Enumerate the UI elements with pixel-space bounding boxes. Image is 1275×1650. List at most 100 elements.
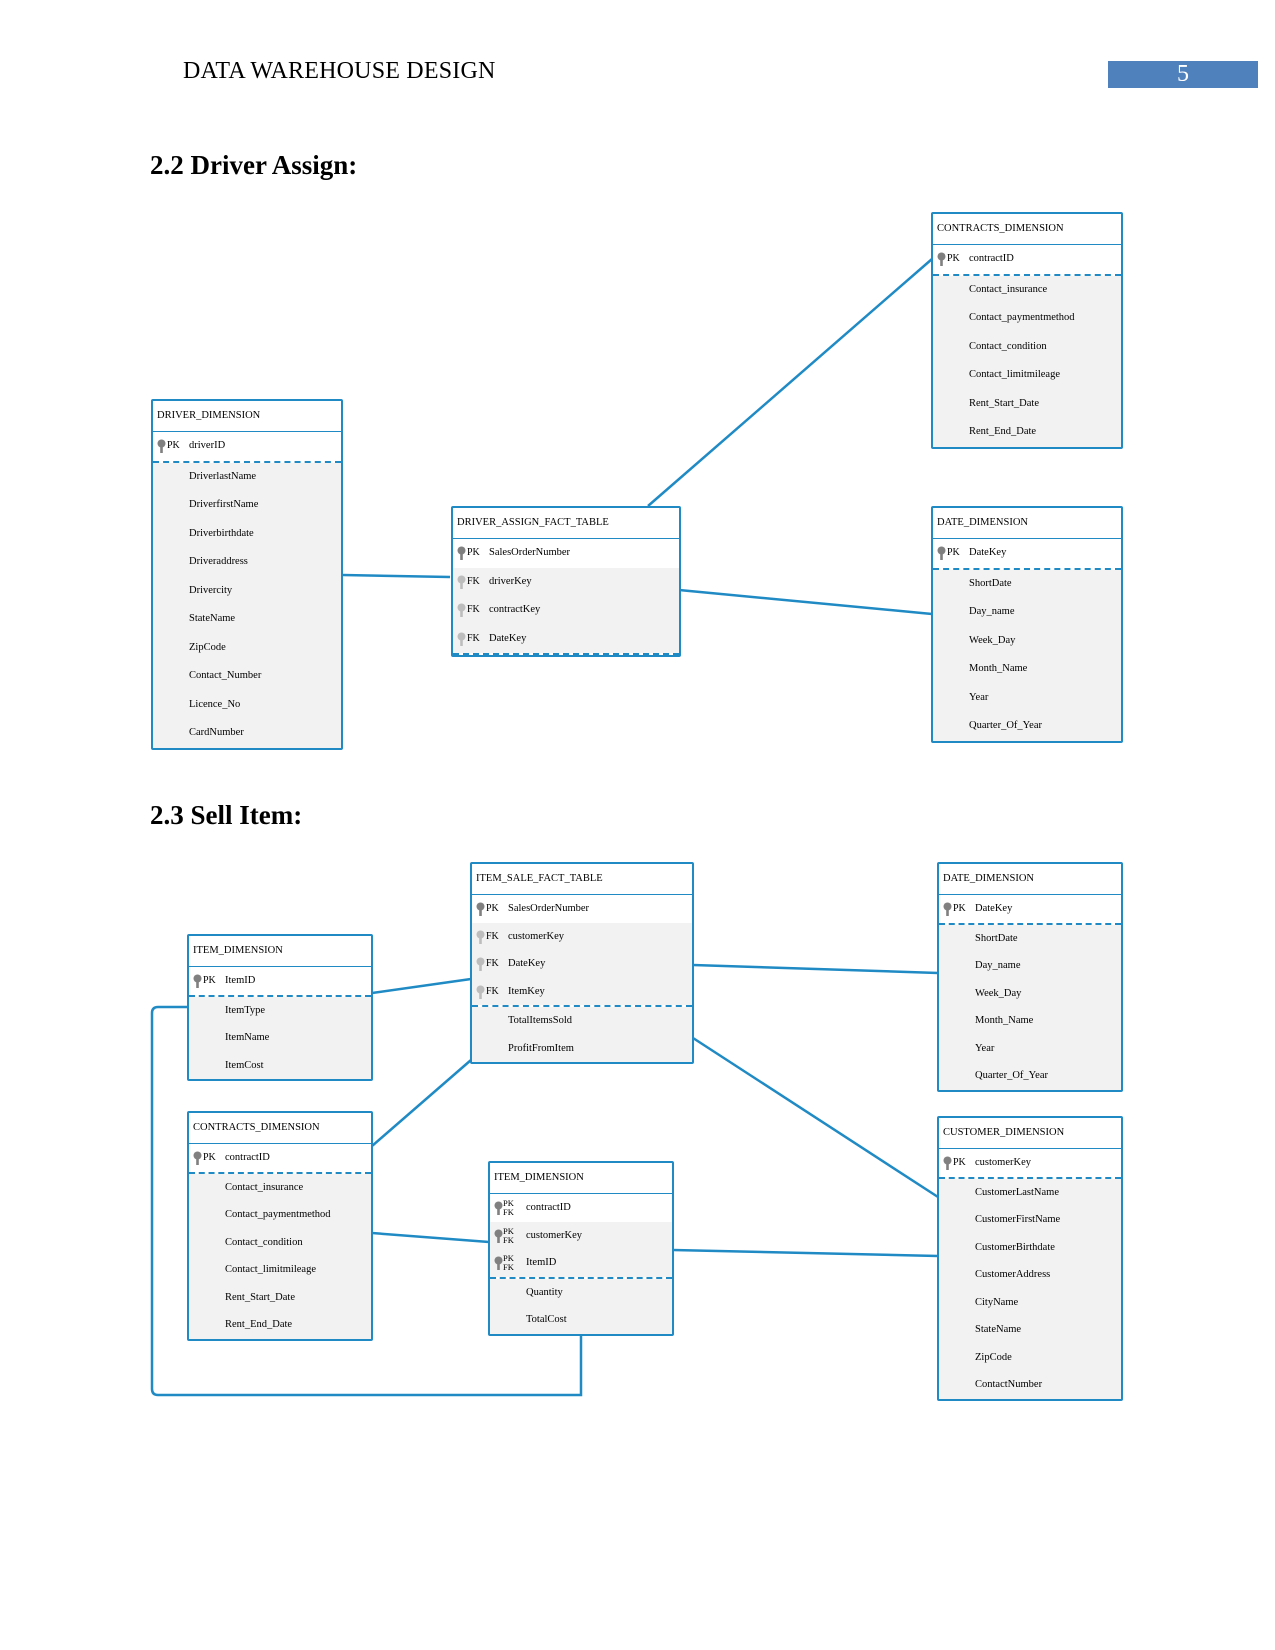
field-name: Month_Name xyxy=(975,1015,1034,1026)
primary-key-icon xyxy=(937,546,946,560)
field-name: Rent_End_Date xyxy=(969,426,1037,437)
table-attributes: Quantity TotalCost xyxy=(490,1279,672,1334)
attr-row: TotalCost xyxy=(490,1306,672,1334)
key-tag: PK xyxy=(486,903,499,914)
table-date-dimension: DATE_DIMENSION PK DateKey ShortDate Day_… xyxy=(931,506,1123,743)
attr-row: Contact_Number xyxy=(153,662,341,691)
link-item-to-fact xyxy=(371,977,472,995)
attr-row: CustomerFirstName xyxy=(939,1206,1121,1234)
attr-row: Month_Name xyxy=(933,655,1121,684)
attr-row: Week_Day xyxy=(933,627,1121,656)
attr-row: DriverlastName xyxy=(153,463,341,492)
attr-row: Contact_paymentmethod xyxy=(189,1201,371,1229)
field-name: TotalItemsSold xyxy=(508,1015,573,1026)
table-contracts-dimension-2: CONTRACTS_DIMENSION PK contractID Contac… xyxy=(187,1111,373,1341)
primary-key-icon xyxy=(943,902,952,916)
field-name: contractID xyxy=(526,1202,571,1213)
link-fact-to-date xyxy=(678,588,933,616)
key-row: FK DateKey xyxy=(453,624,679,653)
running-header-title: DATA WAREHOUSE DESIGN xyxy=(183,58,496,84)
attr-row: Driverbirthdate xyxy=(153,520,341,549)
foreign-key-icon xyxy=(457,575,466,589)
table-item-dimension: ITEM_DIMENSION PK ItemID ItemType ItemNa… xyxy=(187,934,373,1081)
key-tag: FK xyxy=(467,604,480,615)
attr-row: Day_name xyxy=(939,952,1121,980)
fk-tag: FK xyxy=(503,1262,514,1272)
field-name: ItemCost xyxy=(225,1059,264,1071)
field-name: DateKey xyxy=(489,632,527,644)
field-name: Drivercity xyxy=(189,584,233,596)
field-name: Quarter_Of_Year xyxy=(975,1070,1048,1081)
table-attributes: ShortDate Day_name Week_Day Month_Name Y… xyxy=(939,925,1121,1090)
primary-key-icon xyxy=(494,1229,503,1243)
attr-row: Rent_End_Date xyxy=(189,1311,371,1339)
field-name: CustomerFirstName xyxy=(975,1214,1061,1225)
field-name: customerKey xyxy=(508,930,564,942)
key-row: FK customerKey xyxy=(472,922,692,950)
attr-row: Day_name xyxy=(933,598,1121,627)
table-title: ITEM_DIMENSION xyxy=(189,936,371,967)
table-driver-assign-fact: DRIVER_ASSIGN_FACT_TABLE PK SalesOrderNu… xyxy=(451,506,681,657)
field-name: ProfitFromItem xyxy=(508,1042,574,1054)
table-keys: PK driverID xyxy=(153,432,341,463)
field-name: Year xyxy=(969,691,989,703)
key-tag: PK xyxy=(203,1152,216,1163)
table-keys: PK SalesOrderNumber FK driverKey FK cont… xyxy=(453,539,679,655)
field-name: DriverfirstName xyxy=(189,499,259,510)
field-name: driverKey xyxy=(489,575,532,587)
field-name: Week_Day xyxy=(975,987,1022,999)
primary-key-icon xyxy=(457,546,466,560)
key-row: FK contractKey xyxy=(453,596,679,625)
key-tag: PK xyxy=(203,975,216,986)
table-title: CONTRACTS_DIMENSION xyxy=(933,214,1121,245)
field-name: Contact_limitmileage xyxy=(225,1264,316,1275)
table-contracts-dimension: CONTRACTS_DIMENSION PK contractID Contac… xyxy=(931,212,1123,449)
attr-row: Contact_limitmileage xyxy=(189,1256,371,1284)
section-heading-sell-item: 2.3 Sell Item: xyxy=(150,800,303,830)
table-keys: PK DateKey xyxy=(939,895,1121,925)
link-fact-to-date2 xyxy=(692,963,939,975)
field-name: driverID xyxy=(189,440,226,451)
field-name: Quarter_Of_Year xyxy=(969,720,1042,731)
table-attributes: ShortDate Day_name Week_Day Month_Name Y… xyxy=(933,570,1121,741)
field-name: DateKey xyxy=(969,547,1007,558)
fk-tag: FK xyxy=(503,1207,514,1217)
table-title: ITEM_SALE_FACT_TABLE xyxy=(472,864,692,895)
field-name: ContactNumber xyxy=(975,1379,1043,1390)
attr-row: Rent_End_Date xyxy=(933,418,1121,447)
table-title: ITEM_DIMENSION xyxy=(490,1163,672,1194)
attr-row: Licence_No xyxy=(153,691,341,720)
primary-key-icon xyxy=(193,1151,202,1165)
attr-row: Driveraddress xyxy=(153,548,341,577)
key-row: PK customerKey xyxy=(939,1149,1121,1177)
key-tag: PK xyxy=(947,547,960,558)
attr-row: ItemType xyxy=(189,997,371,1025)
primary-key-icon xyxy=(157,439,166,453)
key-tag: FK xyxy=(467,632,480,644)
table-title: DATE_DIMENSION xyxy=(933,508,1121,539)
key-row: PK SalesOrderNumber xyxy=(472,895,692,923)
key-tag: FK xyxy=(486,930,499,942)
field-name: Quantity xyxy=(526,1286,563,1298)
field-name: TotalCost xyxy=(526,1314,567,1325)
field-name: Driveraddress xyxy=(189,556,248,567)
attr-row: Drivercity xyxy=(153,577,341,606)
field-name: ZipCode xyxy=(189,641,226,653)
foreign-key-icon xyxy=(476,930,485,944)
table-keys: PK DateKey xyxy=(933,539,1121,570)
table-driver-dimension: DRIVER_DIMENSION PK driverID DriverlastN… xyxy=(151,399,343,750)
field-name: CustomerAddress xyxy=(975,1269,1051,1280)
attr-row: Year xyxy=(939,1035,1121,1063)
key-row: PK DateKey xyxy=(933,539,1121,568)
field-name: customerKey xyxy=(526,1229,582,1241)
field-name: Contact_condition xyxy=(969,340,1047,352)
field-name: Licence_No xyxy=(189,698,241,710)
attr-row: StateName xyxy=(153,605,341,634)
attr-row: Quarter_Of_Year xyxy=(939,1062,1121,1090)
attr-row: ShortDate xyxy=(933,570,1121,599)
key-tag: PK xyxy=(947,253,960,264)
attr-row: Contact_condition xyxy=(933,333,1121,362)
field-name: ItemKey xyxy=(508,985,545,997)
